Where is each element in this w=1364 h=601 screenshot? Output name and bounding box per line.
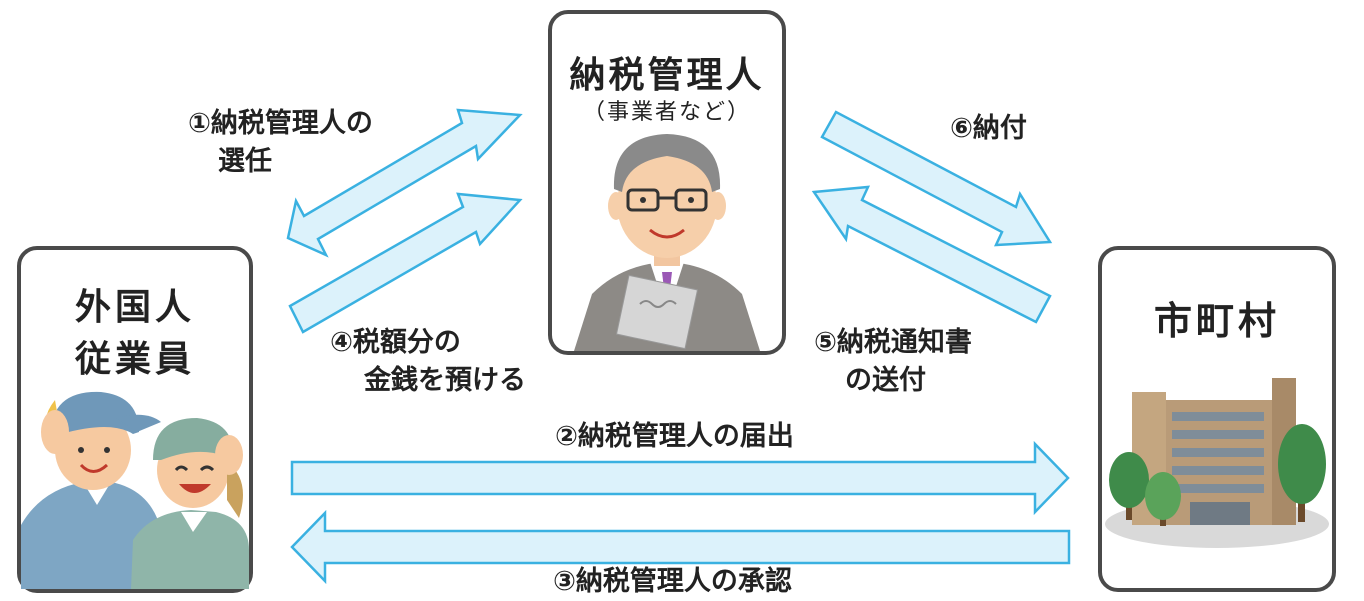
arrow-approval	[290, 509, 1071, 585]
step3-label: ③納税管理人の承認	[553, 566, 792, 597]
step6-label: ⑥納付	[950, 113, 1027, 144]
municipality-title: 市町村	[1153, 299, 1280, 343]
city-hall-building-illustration	[1105, 378, 1329, 548]
step2-label: ②納税管理人の届出	[555, 421, 794, 452]
step4-label-line1: ④税額分の	[330, 327, 461, 358]
step4-label-line2: 金銭を預ける	[364, 365, 526, 396]
arrow-selection-double	[286, 108, 523, 258]
tax-agent-subtitle: （事業者など）	[582, 100, 751, 125]
arrow-notification	[290, 440, 1070, 516]
arrow-notice	[811, 185, 1052, 324]
businessman-illustration	[574, 134, 760, 351]
step1-label-line2: 選任	[218, 146, 272, 177]
foreign-employee-box: 外国人 従業員	[17, 246, 253, 593]
step1-label-line1: ①納税管理人の	[188, 108, 373, 139]
municipality-box: 市町村	[1098, 246, 1336, 592]
tax-agent-title: 納税管理人	[569, 55, 765, 96]
foreign-employee-title-line1: 外国人	[74, 287, 195, 328]
workers-illustration	[21, 391, 249, 589]
arrow-deposit	[288, 192, 523, 334]
tax-agent-box: 納税管理人 （事業者など）	[548, 10, 786, 355]
arrow-payment	[820, 110, 1053, 247]
step5-label-line2: の送付	[845, 365, 926, 396]
foreign-employee-title-line2: 従業員	[74, 339, 195, 380]
step5-label-line1: ⑤納税通知書	[814, 327, 972, 358]
